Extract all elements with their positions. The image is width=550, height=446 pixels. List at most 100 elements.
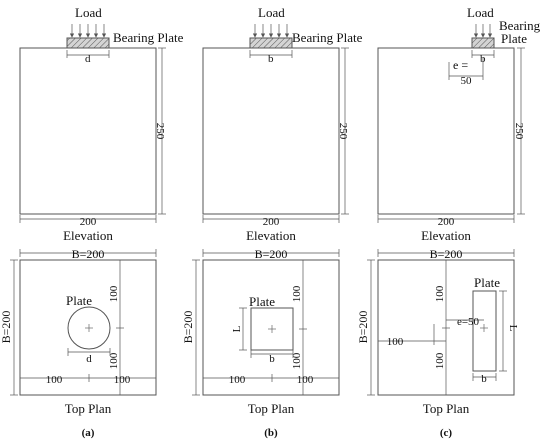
plate-label-b: Plate [249, 294, 275, 309]
elevation-block-b [202, 47, 340, 215]
plan-b-label-c: b [481, 373, 487, 385]
bearing-plate-c [471, 37, 495, 49]
v-100-top-b: 100 [291, 285, 303, 302]
load-arrows-b [252, 24, 290, 38]
e-eq-label-c: e = [453, 58, 468, 72]
plate-dim-b-b [249, 50, 293, 58]
elevation-label-a: Elevation [63, 228, 113, 243]
plan-b200-side-b: B=200 [181, 311, 195, 344]
ecc-dim-c [448, 58, 484, 80]
h-100-left-b: 100 [229, 374, 246, 386]
width-200-b: 200 [263, 216, 280, 228]
h-100-right-b: 100 [297, 374, 314, 386]
plate-label-a: Plate [66, 293, 92, 308]
h-100-right-a: 100 [114, 374, 131, 386]
elevation-label-b: Elevation [246, 228, 296, 243]
plate-dim-L-b [239, 307, 247, 351]
panel-a: Load Bearing Plate d 250 200 Elevation [0, 5, 184, 439]
rect-plate-c [472, 290, 497, 372]
plan-b-label-b: b [269, 353, 275, 365]
elevation-c: Load Bearing Plate b e = 50 250 [377, 5, 541, 243]
plan-b200-side-c: B=200 [356, 311, 370, 344]
panel-b: Load Bearing Plate b 250 200 Elevation [181, 5, 363, 439]
plate-word-label-c: Plate [501, 31, 527, 46]
v-100-top-c: 100 [434, 285, 446, 302]
height-250-c: 250 [513, 123, 525, 140]
height-250-b: 250 [337, 123, 349, 140]
load-arrows-a [69, 24, 107, 38]
plate-L-label-c: L [507, 325, 519, 332]
elevation-block-c [377, 47, 515, 215]
width-200-a: 200 [80, 216, 97, 228]
plate-dim-d-a [66, 50, 110, 58]
plan-b200-a: B=200 [72, 247, 105, 261]
plate-center-c [480, 324, 488, 332]
height-dim-c [517, 47, 525, 215]
plan-v-dims-c [442, 260, 450, 395]
bearing-label-c: Bearing [499, 18, 541, 33]
plan-block-b [202, 259, 340, 396]
v-100-bottom-a: 100 [108, 352, 120, 369]
load-label-b: Load [258, 5, 285, 20]
plate-dim-d-plan-a [67, 348, 111, 356]
top-plan-label-b: Top Plan [248, 401, 295, 416]
plate-label-c: Plate [474, 275, 500, 290]
plan-b200-c: B=200 [430, 247, 463, 261]
plan-height-dim-a [10, 259, 18, 396]
width-dim-c [377, 215, 515, 223]
panel-c: Load Bearing Plate b e = 50 250 [356, 5, 541, 439]
bearing-plate-a [66, 37, 110, 49]
ecc-dim-plan-c [378, 319, 484, 345]
top-plan-a: B=200 B=200 Plate 100 100 [0, 247, 157, 416]
plan-b200-b: B=200 [255, 247, 288, 261]
plan-width-dim-c [377, 249, 515, 257]
plate-dim-b-plan-b [250, 350, 294, 358]
plate-dim-L-c [499, 290, 507, 372]
e-eq-50-label-c: e=50 [457, 316, 480, 328]
v-100-top-a: 100 [108, 285, 120, 302]
plan-b200-side-a: B=200 [0, 311, 13, 344]
elevation-a: Load Bearing Plate d 250 200 Elevation [19, 5, 184, 243]
top-plan-label-a: Top Plan [65, 401, 112, 416]
circular-plate-a [67, 306, 111, 350]
plan-d-label-a: d [86, 353, 92, 365]
load-label-c: Load [467, 5, 494, 20]
plan-width-dim-b [202, 249, 340, 257]
h-100-left-a: 100 [46, 374, 63, 386]
plan-v-dims-b [299, 260, 307, 395]
elevation-label-c: Elevation [421, 228, 471, 243]
plate-center-b [268, 325, 276, 333]
plate-dim-b-plan-c [472, 373, 497, 381]
bearing-plate-label-b: Bearing Plate [292, 30, 363, 45]
plate-L-label-b: L [231, 325, 243, 332]
elevation-b: Load Bearing Plate b 250 200 Elevation [202, 5, 363, 243]
plan-h-dims-a [20, 374, 156, 382]
square-plate-b [250, 307, 294, 351]
height-250-a: 250 [154, 123, 166, 140]
top-plan-label-c: Top Plan [423, 401, 470, 416]
plan-block-a [19, 259, 157, 396]
top-plan-b: B=200 B=200 Plate L 100 [181, 247, 340, 416]
dim-b-label-b: b [268, 53, 274, 65]
width-dim-b [202, 215, 340, 223]
width-dim-a [19, 215, 157, 223]
caption-c: (c) [440, 427, 453, 439]
plan-width-dim-a [19, 249, 157, 257]
plate-dim-b-c [471, 50, 495, 58]
load-arrows-c [473, 24, 493, 38]
bearing-plate-label-a: Bearing Plate [113, 30, 184, 45]
width-200-c: 200 [438, 216, 455, 228]
plan-height-dim-b [192, 259, 200, 396]
plan-v-dims-a [116, 260, 124, 395]
elevation-block-a [19, 47, 157, 215]
height-dim-b [341, 47, 349, 215]
e-val-label-c: 50 [461, 75, 473, 87]
h-100-left-c: 100 [387, 336, 404, 348]
v-100-bottom-b: 100 [291, 352, 303, 369]
height-dim-a [158, 47, 166, 215]
plate-center-a [85, 324, 93, 332]
plan-h-dims-b [203, 374, 339, 382]
caption-b: (b) [264, 427, 278, 439]
dim-d-label-a: d [85, 53, 91, 65]
